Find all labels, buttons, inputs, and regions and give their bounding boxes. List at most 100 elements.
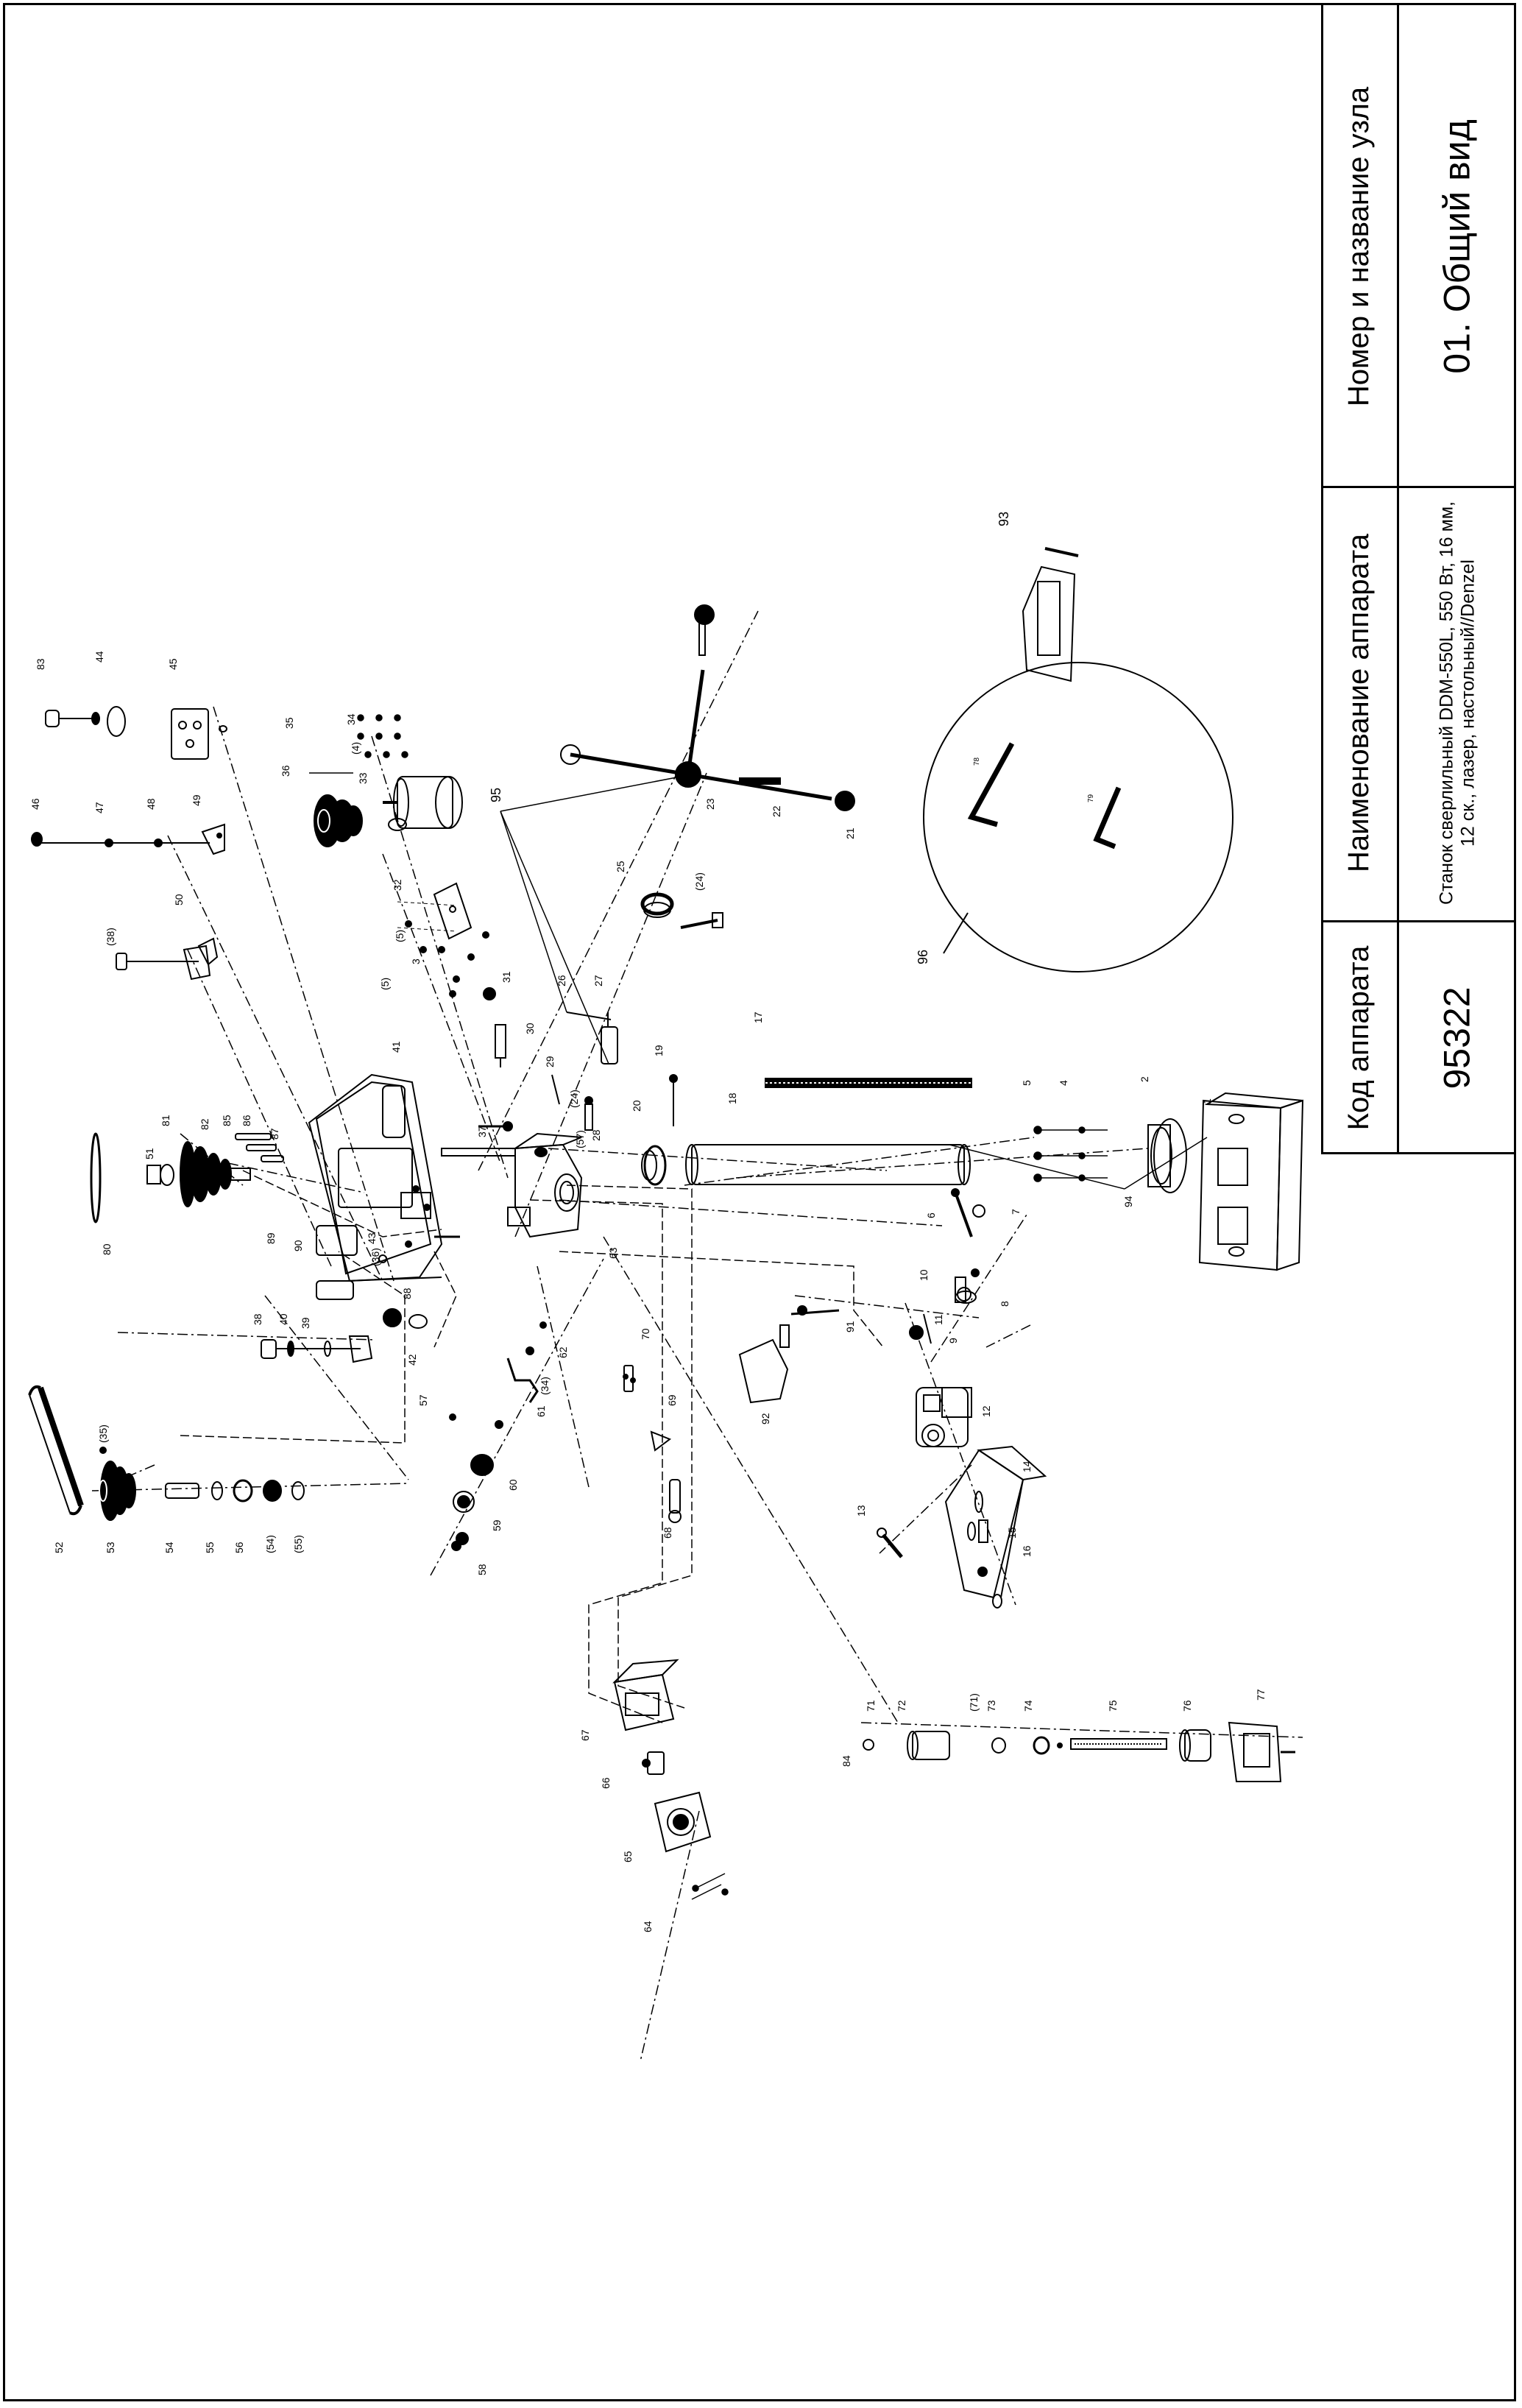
- idler-pulley-53: [99, 1461, 136, 1521]
- callout-78: 78: [973, 757, 981, 766]
- leader-94: [949, 1137, 1208, 1190]
- callout-31: 31: [500, 971, 512, 983]
- callout-5: 5: [1021, 1080, 1033, 1086]
- callout-42: 42: [406, 1354, 418, 1366]
- callout-49: 49: [191, 794, 202, 806]
- callout-67: 67: [579, 1729, 591, 1741]
- tension-parts-46-49: [31, 823, 225, 855]
- callout-20: 20: [631, 1100, 643, 1112]
- callout-52: 52: [53, 1542, 65, 1553]
- callout-57: 57: [417, 1394, 429, 1406]
- callout-p5b: (5): [379, 978, 391, 990]
- callout-2: 2: [1139, 1076, 1150, 1082]
- rack-ring-20: [641, 1074, 678, 1186]
- callout-22: 22: [771, 805, 782, 817]
- callout-12: 12: [980, 1405, 992, 1417]
- callout-16: 16: [1021, 1545, 1033, 1557]
- belt-80: [90, 1132, 102, 1224]
- callout-73: 73: [985, 1700, 997, 1712]
- depth-gauge-parts-57-62: [449, 1321, 547, 1551]
- callout-61: 61: [535, 1405, 547, 1417]
- callout-56: 56: [233, 1542, 245, 1553]
- callout-80: 80: [101, 1243, 113, 1255]
- callout-47: 47: [93, 802, 105, 813]
- callout-15: 15: [1006, 1527, 1018, 1539]
- callout-37: 37: [476, 1126, 488, 1137]
- callout-45: 45: [167, 658, 179, 670]
- callout-35: 35: [283, 717, 295, 729]
- callout-6: 6: [925, 1212, 937, 1218]
- screws-64: [691, 1873, 729, 1900]
- worm-gear-parts: [909, 1268, 980, 1344]
- callout-60: 60: [507, 1479, 519, 1491]
- feed-hub-25: [640, 892, 723, 929]
- callout-29: 29: [544, 1056, 556, 1067]
- callout-93: 93: [997, 512, 1011, 526]
- bracket-50: [116, 937, 219, 981]
- callout-14: 14: [1021, 1461, 1033, 1472]
- pinion-shaft-27: [566, 1011, 618, 1064]
- callout-23: 23: [704, 798, 716, 810]
- callout-71: 71: [865, 1700, 877, 1712]
- quill-assembly-71-77: [863, 1721, 1295, 1782]
- switch-box-67: [612, 1659, 679, 1731]
- callout-33: 33: [357, 772, 369, 784]
- callout-19: 19: [653, 1045, 665, 1056]
- idler-shaft-54-56: [99, 1447, 305, 1503]
- callout-labels: 1 2 4 5 6 7 8 9 10 11 12 13 14 15 16 17 …: [29, 512, 1267, 1932]
- callout-90: 90: [292, 1240, 304, 1251]
- callout-10: 10: [918, 1269, 930, 1281]
- callout-53: 53: [105, 1542, 116, 1553]
- title-block: [1321, 3, 1516, 1154]
- callout-41: 41: [390, 1041, 402, 1053]
- callout-96: 96: [916, 950, 930, 964]
- callout-83: 83: [35, 658, 46, 670]
- callout-46: 46: [29, 798, 41, 810]
- callout-88: 88: [401, 1288, 413, 1299]
- callout-p55: (55): [292, 1535, 304, 1553]
- callout-48: 48: [145, 798, 157, 810]
- callout-p34: (34): [539, 1377, 551, 1395]
- callout-94: 94: [1122, 1196, 1134, 1207]
- spring-assembly-30-31: [483, 987, 506, 1067]
- callout-39: 39: [300, 1317, 311, 1329]
- callout-p5: (5): [394, 930, 406, 942]
- head-lower-body-63: [441, 1132, 583, 1238]
- feed-handle-assembly: [560, 604, 855, 811]
- callout-40: 40: [277, 1313, 289, 1325]
- callout-82: 82: [199, 1118, 210, 1130]
- bracket-92: [738, 1305, 840, 1404]
- spindle-lock-parts: [478, 1074, 593, 1131]
- pins-85-87: [235, 1133, 284, 1162]
- depth-stop-parts-38-42: [261, 1308, 428, 1363]
- callout-70: 70: [640, 1328, 651, 1340]
- callout-4: 4: [1058, 1080, 1069, 1086]
- column-flange-2: [1147, 1118, 1187, 1193]
- hex-keys-circle-96: [923, 662, 1233, 972]
- title-block-divider: [1397, 3, 1399, 1154]
- callout-75: 75: [1107, 1700, 1119, 1712]
- callout-84: 84: [840, 1755, 852, 1767]
- callout-43: 43: [366, 1232, 378, 1244]
- vise-93: [1022, 547, 1079, 682]
- callout-p54: (54): [264, 1535, 276, 1553]
- callout-87: 87: [269, 1128, 280, 1140]
- callout-11: 11: [932, 1314, 944, 1325]
- laser-parts-68-70: [623, 1365, 682, 1523]
- spindle-pulley-82: [146, 1141, 251, 1207]
- callout-9: 9: [947, 1338, 959, 1344]
- motor-bracket-32: [397, 882, 489, 998]
- callout-74: 74: [1022, 1700, 1034, 1712]
- callout-8: 8: [999, 1301, 1010, 1307]
- callout-3: 3: [410, 958, 422, 964]
- callout-86: 86: [241, 1115, 252, 1126]
- bolts-4-5: [1033, 1126, 1108, 1182]
- column-18: [685, 1144, 971, 1185]
- motor-screws-34: [309, 714, 408, 774]
- callout-50: 50: [173, 894, 185, 905]
- table-lock-handle-13: [877, 1528, 903, 1558]
- callout-p36: (36): [369, 1248, 381, 1266]
- callout-79: 79: [1087, 794, 1095, 802]
- callout-54: 54: [163, 1542, 175, 1553]
- leader-95: [500, 774, 693, 1064]
